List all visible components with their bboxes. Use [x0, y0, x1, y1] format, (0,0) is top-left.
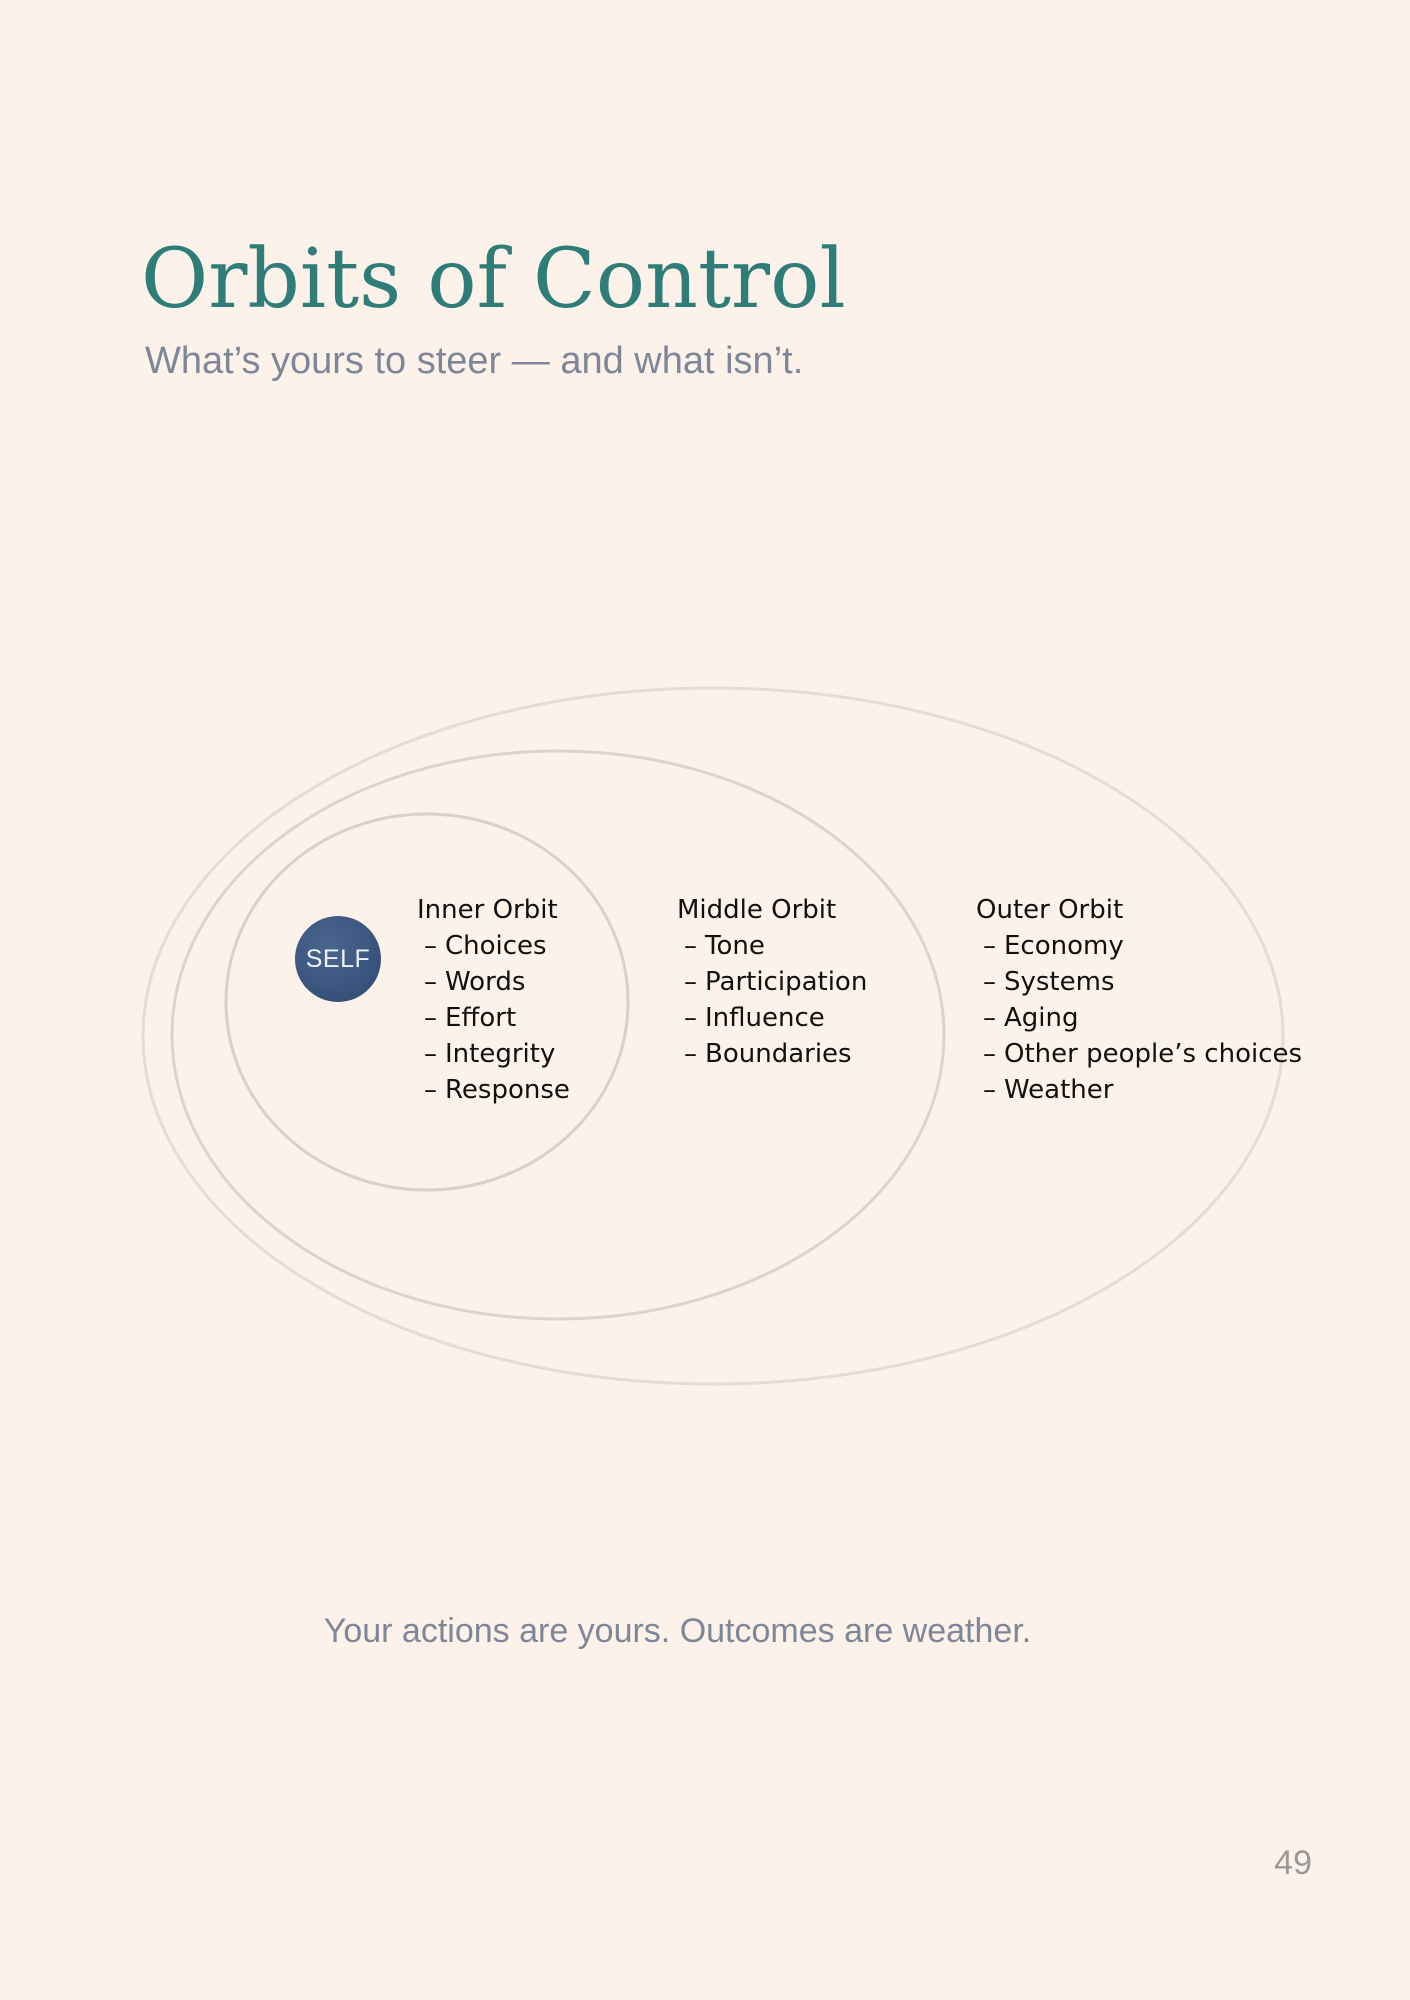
middle-orbit-list: Middle Orbit –Tone –Participation –Influ… — [677, 892, 867, 1072]
inner-orbit-ring — [224, 812, 630, 1192]
self-label: SELF — [305, 944, 371, 973]
page-title: Orbits of Control — [141, 232, 846, 327]
list-item: –Effort — [424, 1003, 517, 1033]
list-item: –Influence — [684, 1003, 825, 1033]
page-number: 49 — [1274, 1844, 1312, 1882]
caption: Your actions are yours. Outcomes are wea… — [323, 1612, 1032, 1650]
outer-orbit-list: Outer Orbit –Economy –Systems –Aging –Ot… — [976, 892, 1303, 1108]
list-item: –Weather — [983, 1075, 1114, 1105]
list-item: –Aging — [983, 1003, 1079, 1033]
list-item: –Participation — [684, 967, 868, 997]
page-subtitle: What’s yours to steer — and what isn’t. — [145, 340, 804, 382]
middle-orbit-ring — [170, 749, 946, 1321]
outer-orbit-heading: Outer Orbit — [976, 895, 1124, 925]
list-item: –Boundaries — [684, 1039, 852, 1069]
middle-orbit-heading: Middle Orbit — [677, 895, 837, 925]
inner-orbit-heading: Inner Orbit — [417, 895, 558, 925]
list-item: –Systems — [983, 967, 1115, 997]
inner-orbit-list: Inner Orbit –Choices –Words –Effort –Int… — [417, 892, 570, 1108]
list-item: –Words — [424, 967, 526, 997]
outer-orbit-ring — [141, 686, 1285, 1386]
self-node: SELF — [295, 916, 381, 1002]
list-item: –Tone — [684, 931, 765, 961]
list-item: –Choices — [424, 931, 547, 961]
list-item: –Response — [424, 1075, 570, 1105]
list-item: –Other people’s choices — [983, 1039, 1303, 1069]
list-item: –Integrity — [424, 1039, 556, 1069]
list-item: –Economy — [983, 931, 1124, 961]
